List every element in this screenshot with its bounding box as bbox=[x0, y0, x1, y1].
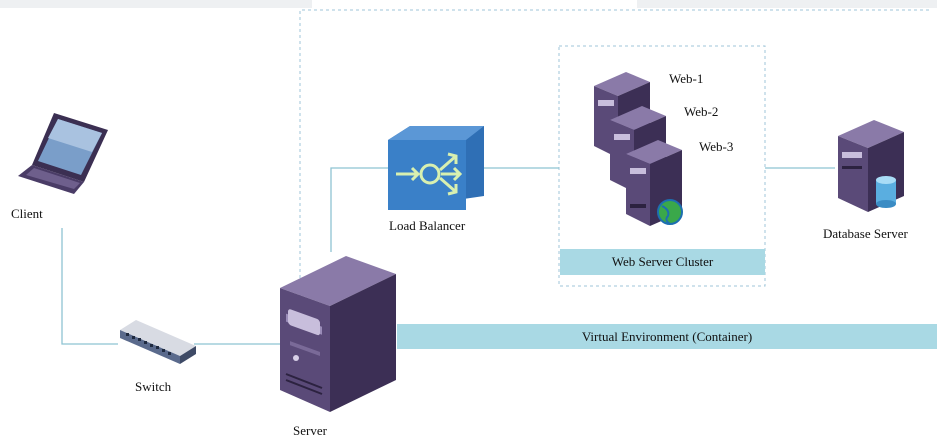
client-switch-link bbox=[61, 228, 118, 345]
server-lb-link bbox=[330, 167, 388, 252]
web-2-label: Web-2 bbox=[684, 104, 719, 119]
virtual-environment-boundary bbox=[299, 9, 930, 320]
top-strip-right bbox=[637, 0, 937, 8]
virtual-environment-label: Virtual Environment (Container) bbox=[581, 328, 753, 344]
switch-label: Switch bbox=[135, 379, 172, 394]
web-server-icon bbox=[594, 72, 683, 226]
web-cluster-band: Web Server Cluster bbox=[560, 249, 765, 275]
web-cluster-label: Web Server Cluster bbox=[611, 254, 714, 269]
laptop-icon bbox=[18, 113, 108, 194]
load-balancer-label: Load Balancer bbox=[389, 218, 466, 233]
switch-icon bbox=[120, 320, 196, 364]
web-3-label: Web-3 bbox=[699, 139, 734, 154]
client-label: Client bbox=[11, 206, 43, 221]
globe-icon bbox=[657, 199, 683, 225]
server-label: Server bbox=[293, 423, 327, 438]
server-tower-icon bbox=[280, 256, 396, 412]
database-server-label: Database Server bbox=[823, 226, 908, 241]
database-cylinder-icon bbox=[876, 176, 896, 208]
web-1-label: Web-1 bbox=[669, 71, 704, 86]
database-server-icon bbox=[838, 120, 904, 212]
top-strip-left bbox=[0, 0, 312, 8]
virtual-environment-band: Virtual Environment (Container) bbox=[397, 324, 937, 349]
web-cluster-boundary bbox=[558, 45, 766, 287]
load-balancer-icon bbox=[388, 126, 484, 210]
